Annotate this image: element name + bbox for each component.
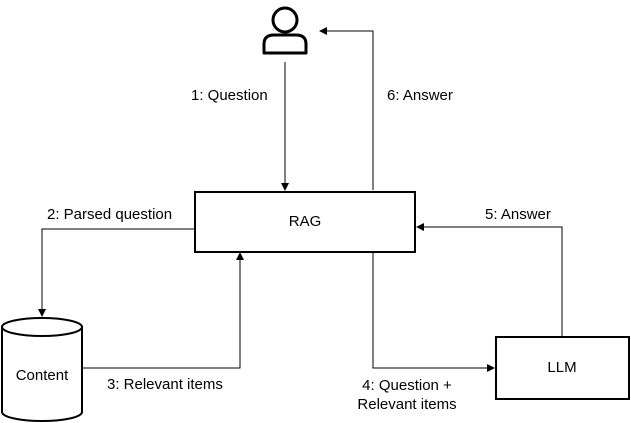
content-database: Content bbox=[1, 317, 83, 422]
edge-question-label: 1: Question bbox=[191, 87, 268, 104]
rag-node: RAG bbox=[194, 191, 416, 253]
user-icon bbox=[262, 6, 308, 55]
llm-label: LLM bbox=[547, 359, 576, 376]
edge-llm-answer: 5: Answer bbox=[416, 206, 563, 337]
content-label: Content bbox=[16, 367, 69, 384]
edge-parsed-question: 2: Parsed question bbox=[38, 206, 195, 317]
rag-label: RAG bbox=[289, 213, 322, 230]
edge-question: 1: Question bbox=[191, 62, 289, 191]
edge-relevant-items-label: 3: Relevant items bbox=[107, 376, 223, 393]
edge-parsed-question-label: 2: Parsed question bbox=[47, 206, 172, 223]
edge-final-answer: 6: Answer bbox=[319, 27, 453, 190]
llm-node: LLM bbox=[495, 336, 630, 400]
edge-question-plus-items: 4: Question + Relevant items bbox=[357, 252, 495, 413]
edge-question-plus-items-label-line2: Relevant items bbox=[357, 396, 456, 413]
edge-question-plus-items-label-line1: 4: Question + bbox=[362, 377, 452, 394]
edge-relevant-items: 3: Relevant items bbox=[82, 252, 244, 393]
edge-llm-answer-label: 5: Answer bbox=[485, 206, 551, 223]
edge-final-answer-label: 6: Answer bbox=[387, 87, 453, 104]
